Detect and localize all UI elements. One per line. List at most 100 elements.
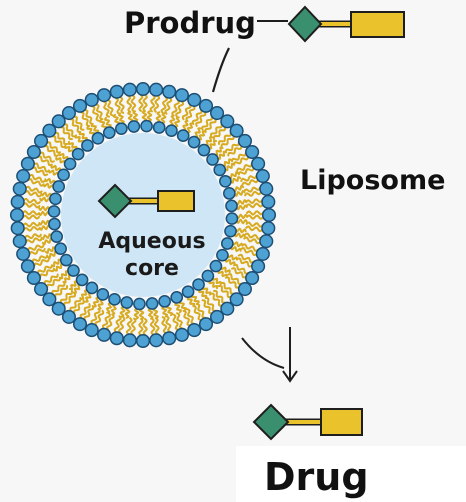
- lipid-tail-outer: [73, 115, 85, 131]
- lipid-head-inner: [225, 212, 239, 225]
- lipid-head-inner: [209, 259, 223, 273]
- lipid-head-inner: [108, 292, 121, 306]
- lipid-tail-outer: [125, 317, 133, 336]
- lipid-tail-outer: [24, 233, 42, 240]
- lipid-tail-outer: [28, 248, 46, 256]
- lipid-tail-outer: [243, 236, 261, 245]
- lipid-tail-outer: [181, 103, 192, 121]
- lipid-tail-outer: [46, 141, 62, 154]
- lipid-tail-outer: [227, 273, 243, 286]
- lipid-head-inner: [220, 237, 234, 250]
- lipid-tail-inner: [235, 218, 248, 225]
- lipid-head-outer: [210, 309, 225, 324]
- lipid-head-outer: [261, 194, 276, 209]
- core-label-line1: Aqueous: [98, 229, 205, 254]
- lipid-tail-inner: [186, 122, 194, 134]
- lipid-head-outer: [42, 292, 57, 307]
- lipid-head-outer: [10, 194, 25, 209]
- lipid-tail-outer: [36, 264, 53, 275]
- lipid-tail-inner: [220, 265, 231, 274]
- lipid-head-inner: [67, 264, 80, 277]
- lipid-tail-inner: [216, 150, 227, 160]
- lipid-head-inner: [187, 135, 201, 149]
- lipid-tail-inner: [41, 237, 54, 246]
- lipid-heads: [9, 81, 277, 349]
- lipid-tail-outer: [241, 179, 259, 186]
- lipid-tail-inner: [59, 270, 70, 280]
- lipid-head-outer: [16, 246, 31, 261]
- release-arrow: [241, 327, 298, 383]
- lipid-tail-inner: [173, 116, 181, 128]
- lipid-head-outer: [61, 106, 76, 121]
- lipid-tail-outer: [176, 312, 184, 330]
- lipid-tail-outer: [22, 197, 41, 205]
- lipid-tail-outer: [95, 103, 104, 121]
- lipid-head-inner: [158, 294, 171, 308]
- lipid-head-outer: [12, 181, 27, 196]
- lipid-head-outer: [237, 282, 252, 297]
- lipid-head-inner: [48, 217, 61, 231]
- lipid-head-inner: [206, 153, 219, 166]
- lipid-tail-outer: [237, 167, 255, 176]
- lipid-tail-outer: [130, 317, 137, 336]
- lipid-head-inner: [52, 180, 66, 193]
- lipid-tail-inner: [211, 276, 222, 286]
- lipid-tail-outer: [69, 118, 82, 134]
- lipid-head-inner: [140, 119, 153, 133]
- lipid-head-outer: [135, 81, 151, 97]
- lipid-tail-inner: [201, 285, 212, 296]
- lipid-tail-outer: [245, 225, 264, 233]
- lipid-tail-inner: [197, 130, 206, 141]
- lipid-head-outer: [259, 181, 274, 196]
- lipid-head-outer: [245, 270, 260, 286]
- lipid-tail-inner: [132, 110, 139, 123]
- lipid-tail-inner: [44, 246, 57, 254]
- lipid-tail-outer: [94, 309, 105, 327]
- lipid-head-inner: [216, 248, 229, 262]
- lipid-tail-outer: [233, 155, 250, 166]
- lipid-tail-outer: [182, 309, 191, 327]
- lipid-head-outer: [220, 114, 235, 129]
- lipid-tail-inner: [235, 199, 248, 206]
- lipid-tail-inner: [160, 112, 167, 125]
- lipid-head-outer: [174, 327, 189, 342]
- lipid-tail-outer: [160, 96, 168, 114]
- lipid-head-outer: [84, 92, 99, 107]
- lipid-head-outer: [259, 234, 274, 249]
- lipid-head-outer: [187, 323, 202, 338]
- lipid-tail-outer: [244, 190, 262, 197]
- lipid-head-inner: [59, 253, 73, 267]
- lipid-tail-inner: [78, 131, 88, 142]
- lipid-tail-outer: [27, 178, 45, 187]
- lipid-tail-inner: [186, 296, 196, 307]
- lipid-tail-outer: [79, 303, 91, 319]
- lipid-head-outer: [122, 333, 137, 348]
- lipid-tail-outer: [138, 317, 144, 336]
- lipid-tail-inner: [46, 250, 58, 259]
- lipid-tail-outer: [241, 243, 259, 252]
- lipid-tail-outer: [240, 247, 258, 257]
- lipid-tail-outer: [212, 126, 227, 141]
- lipid-tail-outer: [243, 186, 261, 193]
- lipid-head-outer: [198, 98, 214, 113]
- lipid-tail-outer: [54, 131, 69, 146]
- lipid-tail-inner: [53, 262, 65, 272]
- lipid-tail-inner: [178, 300, 187, 312]
- liposome-label: Liposome: [300, 165, 445, 196]
- lipid-tail-inner: [40, 191, 53, 198]
- lipid-head-outer: [109, 84, 124, 99]
- lipid-tail-outer: [28, 173, 46, 183]
- lipid-tail-outer: [165, 315, 172, 333]
- lipid-tail-outer: [118, 316, 126, 334]
- lipid-tail-inner: [138, 307, 145, 320]
- lipid-tail-inner: [182, 120, 189, 132]
- lipid-head-outer: [84, 323, 99, 338]
- lipid-tail-outer: [126, 94, 133, 113]
- lipid-tail-inner: [235, 213, 248, 220]
- lipid-tail-outer: [83, 305, 95, 322]
- lipid-tail-outer: [33, 162, 50, 173]
- lipid-head-inner: [201, 269, 215, 283]
- lipid-tail-outer: [186, 308, 195, 325]
- lipid-head-outer: [135, 333, 151, 349]
